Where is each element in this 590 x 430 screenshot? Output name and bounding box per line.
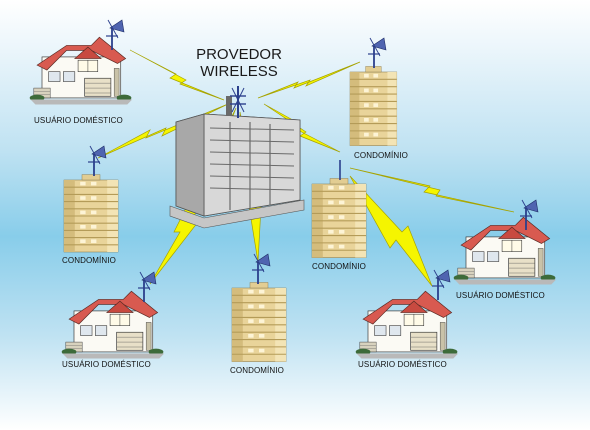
provider-antenna <box>230 86 246 118</box>
condo-left <box>63 145 119 253</box>
provider-title: PROVEDOR WIRELESS <box>180 46 298 80</box>
house-bottom-right <box>355 269 459 359</box>
house-top-left <box>29 19 133 105</box>
label-condo-center-right: CONDOMÍNIO <box>312 262 366 271</box>
provider-title-line2: WIRELESS <box>200 63 278 80</box>
condo-top-right <box>349 37 398 147</box>
wireless-links <box>97 49 515 287</box>
link-home-bottom-right <box>349 175 433 287</box>
house-right <box>453 199 557 285</box>
link-condo-top-right <box>257 61 361 99</box>
label-home-bottom-left: USUÁRIO DOMÉSTICO <box>62 360 151 369</box>
label-condo-top-right: CONDOMÍNIO <box>354 151 408 160</box>
condo-bottom <box>231 253 287 363</box>
house-bottom-left <box>61 271 165 359</box>
label-condo-left: CONDOMÍNIO <box>62 256 116 265</box>
link-home-top-left <box>129 49 225 101</box>
link-home-right <box>349 167 515 213</box>
provider-building <box>169 96 305 229</box>
label-condo-bottom: CONDOMÍNIO <box>230 366 284 375</box>
condo-center-right <box>311 160 367 259</box>
label-home-right: USUÁRIO DOMÉSTICO <box>456 291 545 300</box>
provider-title-line1: PROVEDOR <box>196 46 282 63</box>
label-home-bottom-right: USUÁRIO DOMÉSTICO <box>358 360 447 369</box>
label-home-top-left: USUÁRIO DOMÉSTICO <box>34 116 123 125</box>
